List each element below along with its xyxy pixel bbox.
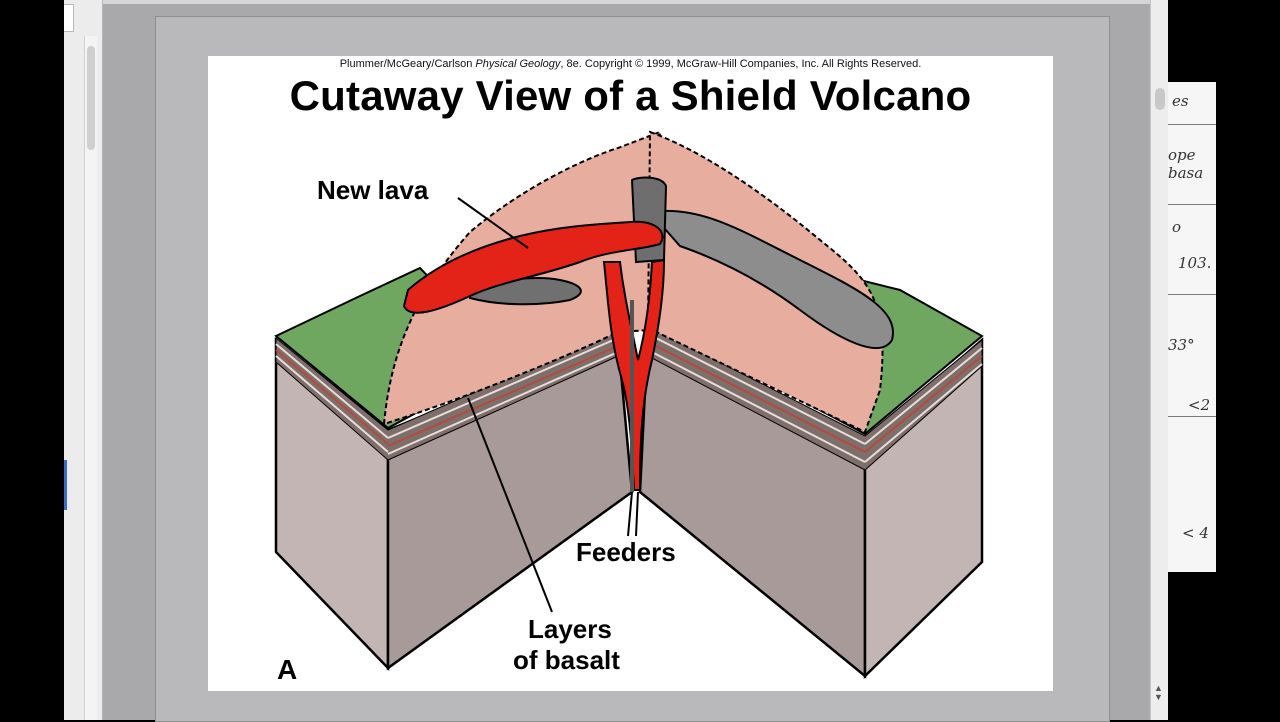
slide-thumbnail-panel: ⋮ <box>64 0 110 720</box>
left-black-strip <box>0 0 64 720</box>
document-scrollbar[interactable]: ▲▼ <box>1150 0 1169 720</box>
new-lava-leader <box>457 197 529 249</box>
notes-rule <box>1168 294 1216 295</box>
thumbnail-scrollbar[interactable] <box>84 36 97 720</box>
note-fragment: <2 <box>1188 396 1211 414</box>
volcano-illustration <box>274 130 984 679</box>
layers-leader <box>467 397 553 613</box>
note-fragment: basa <box>1168 164 1204 182</box>
feeders-leader <box>627 491 633 537</box>
document-scroll-thumb[interactable] <box>1155 88 1165 110</box>
note-fragment: o <box>1172 218 1182 236</box>
scroll-arrows-icon[interactable]: ▲▼ <box>1154 683 1163 702</box>
label-panel-a: A <box>277 654 298 685</box>
note-fragment: es <box>1172 92 1189 110</box>
panel-tab[interactable] <box>64 4 74 32</box>
label-feeders: Feeders <box>576 537 676 567</box>
old-lava-flow-right <box>648 209 895 350</box>
label-layers-line1: Layers <box>528 614 612 644</box>
top-ruler <box>103 0 1150 4</box>
thumbnail-scroll-thumb[interactable] <box>87 46 95 150</box>
note-fragment: 33° <box>1168 336 1195 354</box>
copyright-credit: Plummer/McGeary/Carlson Physical Geology… <box>339 58 922 70</box>
handwritten-notes-panel: es ope basa o 103. 33° <2 < 4 <box>1168 82 1216 572</box>
note-fragment: < 4 <box>1182 524 1209 542</box>
selection-edge <box>64 460 67 510</box>
slide-title: Cutaway View of a Shield Volcano <box>289 72 972 119</box>
notes-rule <box>1168 416 1216 417</box>
notes-rule <box>1168 124 1216 125</box>
note-fragment: 103. <box>1178 254 1212 272</box>
label-layers-line2: of basalt <box>513 645 620 675</box>
notes-rule <box>1168 204 1216 205</box>
label-new-lava: New lava <box>317 175 429 205</box>
note-fragment: ope <box>1168 146 1196 164</box>
